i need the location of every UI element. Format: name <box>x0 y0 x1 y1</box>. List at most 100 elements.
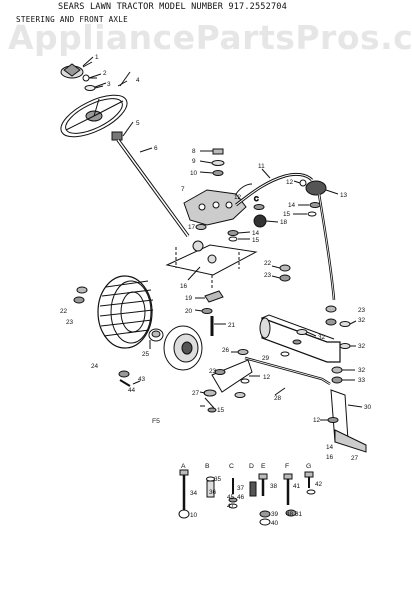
part-label-12-low: 12 <box>263 374 271 381</box>
part-label-24: 24 <box>91 363 99 370</box>
hardware-letter-c: C <box>229 463 234 470</box>
part-label-4: 4 <box>136 77 140 84</box>
steering-mounting-plate <box>165 240 258 289</box>
front-tire <box>97 275 154 349</box>
part-label-32-a: 32 <box>358 317 366 324</box>
part-label-14-mid: 14 <box>252 230 260 237</box>
front-axle-nuts <box>271 264 291 282</box>
part-label-30: 30 <box>364 404 372 411</box>
diagram-title: SEARS LAWN TRACTOR MODEL NUMBER 917.2552… <box>58 2 287 12</box>
part-label-9: 9 <box>192 158 196 165</box>
part-label-18: 18 <box>280 219 288 226</box>
part-label-2: 2 <box>103 70 107 77</box>
part-label-42: 42 <box>315 481 323 488</box>
hardware-row <box>178 469 316 526</box>
part-label-29: 29 <box>262 355 270 362</box>
part-label-37: 37 <box>237 485 245 492</box>
steering-pinion-gear: C <box>253 196 279 228</box>
part-label-32-b: 32 <box>318 334 326 341</box>
part-label-33: 33 <box>358 377 366 384</box>
part-label-19: 19 <box>185 295 193 302</box>
part-label-40: 40 <box>271 520 279 527</box>
axle-left-hardware <box>280 329 317 357</box>
part-label-38: 38 <box>270 483 278 490</box>
part-label-16-low: 16 <box>326 454 334 461</box>
part-label-39: 39 <box>271 511 279 518</box>
part-label-27-left: 27 <box>192 390 200 397</box>
steering-gear-segment <box>183 183 253 226</box>
part-label-43: 43 <box>138 376 146 383</box>
steering-adapter <box>111 121 134 141</box>
part-label-28: 28 <box>274 395 282 402</box>
part-label-20: 20 <box>185 308 193 315</box>
part-label-22-right: 22 <box>264 260 272 267</box>
drag-link-ball-joint <box>293 179 339 196</box>
valve-stem-parts <box>118 370 141 387</box>
part-label-46: 46 <box>237 494 245 501</box>
part-label-23-axle: 23 <box>358 307 366 314</box>
part-label-26: 26 <box>222 347 230 354</box>
center-bracket-hardware <box>195 224 251 242</box>
part-label-8: 8 <box>192 148 196 155</box>
part-label-32-c: 32 <box>358 343 366 350</box>
right-spindle <box>320 389 367 453</box>
front-wheel-rim <box>148 325 203 371</box>
left-spindle <box>211 349 260 393</box>
part-label-25: 25 <box>142 351 150 358</box>
part-label-3: 3 <box>107 81 111 88</box>
part-label-31: 31 <box>295 511 303 518</box>
front-axle-beam <box>259 314 341 363</box>
part-label-12-mid: 12 <box>234 194 242 201</box>
part-label-6: 6 <box>154 145 158 152</box>
hardware-letter-b: B <box>205 463 210 470</box>
figure-label: F5 <box>152 418 160 425</box>
part-label-10: 10 <box>190 170 198 177</box>
watermark-logo: AppliancePartsPros.com <box>8 18 412 57</box>
lower-tie-rod <box>244 356 331 396</box>
axle-pivot-hardware <box>194 290 226 336</box>
steering-cap <box>60 63 84 79</box>
drag-link-hardware <box>293 202 321 217</box>
hardware-letter-e: E <box>261 463 266 470</box>
part-label-5: 5 <box>136 120 140 127</box>
hardware-letter-d: D <box>249 463 254 470</box>
part-label-7: 7 <box>181 186 185 193</box>
part-label-23-right: 23 <box>264 272 272 279</box>
part-label-13: 13 <box>340 192 348 199</box>
part-label-21: 21 <box>228 322 236 329</box>
part-label-10-low: 10 <box>190 512 198 519</box>
part-label-16: 16 <box>180 283 188 290</box>
left-spindle-hardware <box>199 389 246 413</box>
part-label-44: 44 <box>128 387 136 394</box>
part-label-27-right: 27 <box>351 455 359 462</box>
part-label-36: 36 <box>209 489 217 496</box>
part-label-11: 11 <box>258 163 265 170</box>
part-number-labels: 1 2 3 4 5 6 7 8 9 10 11 12 13 14 15 12 1… <box>60 54 372 462</box>
part-label-23-mid: 23 <box>209 368 217 375</box>
part-label-15-low: 15 <box>217 407 225 414</box>
left-wheel-nuts <box>73 286 88 304</box>
hardware-letter-a: A <box>181 463 186 470</box>
part-label-45: 45 <box>227 494 235 501</box>
part-label-48: 48 <box>286 511 294 518</box>
svg-text:C: C <box>254 196 259 203</box>
part-label-23-left: 23 <box>66 319 74 326</box>
part-label-14-low: 14 <box>326 444 334 451</box>
right-tie-rod <box>317 193 336 301</box>
part-label-1: 1 <box>95 54 99 61</box>
part-label-12-right: 12 <box>313 417 321 424</box>
part-label-34: 34 <box>190 490 198 497</box>
hardware-letter-g: G <box>306 463 311 470</box>
axle-right-hardware <box>325 305 357 384</box>
part-label-22-left: 22 <box>60 308 68 315</box>
part-label-15-mid: 15 <box>252 237 260 244</box>
steering-shaft <box>116 138 190 238</box>
hardware-letter-f: F <box>285 463 289 470</box>
diagram-header: SEARS LAWN TRACTOR MODEL NUMBER 917.2552… <box>0 0 412 34</box>
part-label-14-right: 14 <box>288 202 296 209</box>
steering-hardware-top <box>82 74 104 91</box>
part-label-12-top: 12 <box>286 179 294 186</box>
part-label-15-right: 15 <box>283 211 291 218</box>
part-label-41: 41 <box>293 483 301 490</box>
